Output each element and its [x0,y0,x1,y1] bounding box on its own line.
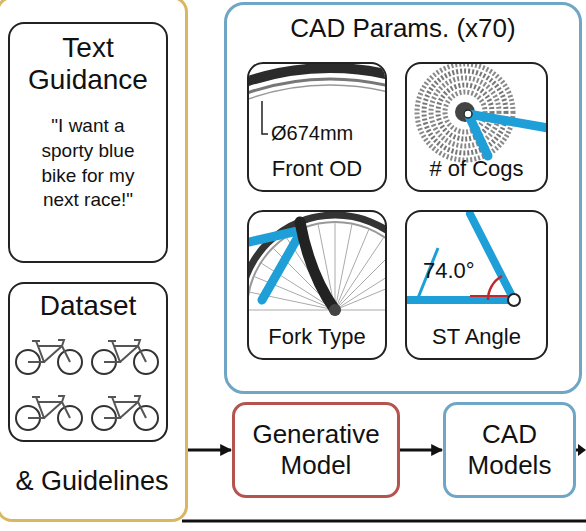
angle-label: 74.0° [423,258,475,284]
param-box: ST Angle [405,210,548,360]
node-title: CAD Params. (x70) [290,5,515,44]
cad-params-panel: CAD Params. (x70) Front OD # of CogsFork T… [224,2,582,394]
text-guidance-box: Text Guidance "I want a sporty blue bike … [8,22,168,263]
param-box: Fork Type [247,210,387,360]
leader-line [262,101,268,134]
exit-arrow-head [578,444,586,456]
flow-arrow [400,449,442,452]
fork-art [249,215,385,316]
node-title: # of Cogs [429,156,523,182]
param-box: # of Cogs [405,62,548,192]
node-title: Generative Model [243,419,389,481]
feedback-line [182,520,586,523]
dataset-bikes [16,340,158,430]
node-title: Text Guidance [24,24,152,96]
model-box: Generative Model [232,402,400,498]
output-box: CAD Models [443,402,576,498]
dataset-box: Dataset [8,282,168,442]
front-wheel-art [249,68,385,190]
node-title: CAD Models [454,419,565,481]
node-title: Fork Type [268,324,365,350]
node-title: Front OD [272,156,362,182]
input-group: & Guidelines Text Guidance "I want a sport… [0,0,188,522]
node-title: ST Angle [432,324,521,350]
node-title: & Guidelines [15,466,168,497]
flow-arrow [188,449,231,452]
node-title: Dataset [40,284,137,322]
cassette-art [417,64,546,160]
node-body: "I want a sporty blue bike for my next r… [24,114,152,213]
seat-tube-art [407,214,520,306]
dimension-label: Ø674mm [271,121,353,145]
